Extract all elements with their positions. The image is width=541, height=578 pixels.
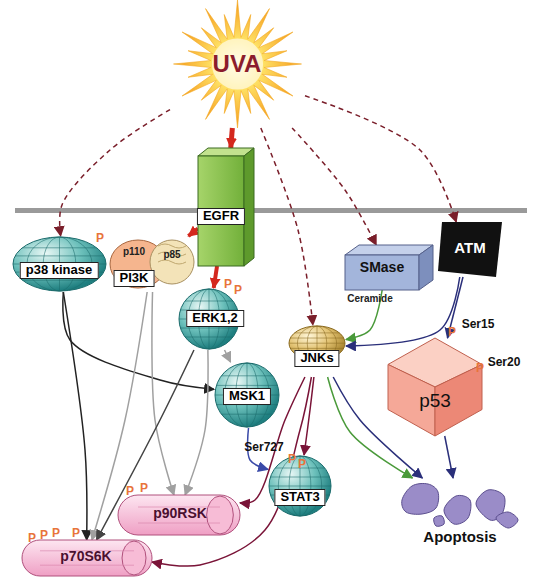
phosphate-mark: P xyxy=(224,278,232,292)
signal-arrow xyxy=(63,292,87,540)
kinase-cylinder: PPPPp70S6K xyxy=(22,540,152,576)
protein-label: EGFR xyxy=(197,208,245,225)
phosphate-mark: P xyxy=(476,362,484,376)
outcome-label: Apoptosis xyxy=(423,528,496,545)
factor-sphere: Ser727PPSTAT3 xyxy=(268,455,332,517)
signal-arrow xyxy=(231,128,233,148)
protein-label: PI3K xyxy=(114,270,155,287)
phosphate-mark: P xyxy=(288,453,296,467)
phosphate-mark: P xyxy=(52,527,60,541)
protein-label: MSK1 xyxy=(223,388,271,405)
phosphate-mark: P xyxy=(298,458,306,472)
signal-arrow xyxy=(188,229,198,236)
kinase-block: ATM xyxy=(438,222,502,277)
phosphate-mark: P xyxy=(28,532,36,546)
protein-label: p38 kinase xyxy=(20,262,99,279)
enzyme-box: SMaseCeramide xyxy=(345,245,433,290)
signal-arrow xyxy=(60,110,170,236)
signal-arrow xyxy=(305,96,456,222)
kinase-sphere: JNKs xyxy=(288,325,346,377)
protein-cube: PSer15PSer20p53 xyxy=(388,338,482,436)
signal-arrow xyxy=(445,436,453,478)
signal-arrow xyxy=(214,266,217,288)
stimulus-label: UVA xyxy=(213,50,262,78)
residue-label: Ser20 xyxy=(488,356,521,370)
protein-label: ATM xyxy=(454,239,485,256)
protein-label: JNKs xyxy=(294,350,339,367)
signal-arrow xyxy=(185,350,208,495)
phosphate-mark: P xyxy=(96,232,104,246)
residue-label: Ser15 xyxy=(462,318,495,332)
protein-label: STAT3 xyxy=(274,489,325,506)
cell-membrane xyxy=(15,208,527,213)
subunit-label: p110 xyxy=(123,246,145,258)
receptor-box: EGFR xyxy=(198,148,254,266)
signal-arrow xyxy=(261,128,313,325)
product-label: Ceramide xyxy=(347,293,393,305)
receptor-box-outline xyxy=(198,148,254,266)
phosphate-mark: P xyxy=(448,326,456,340)
kinase-complex: p110 p85PI3K xyxy=(108,236,196,292)
kinase-ellipse: Pp38 kinase xyxy=(12,236,107,292)
phosphate-mark: P xyxy=(126,485,134,499)
signal-arrow xyxy=(225,350,231,362)
phosphate-mark: P xyxy=(40,529,48,543)
protein-label: p90RSK xyxy=(153,505,207,521)
protein-cube-outline xyxy=(388,338,482,436)
subunit-label: p85 xyxy=(163,249,180,261)
protein-label: ERK1,2 xyxy=(186,310,244,327)
uv-source-starburst: UVA xyxy=(170,0,305,128)
kinase-sphere: MSK1 xyxy=(214,362,280,428)
residue-label: Ser727 xyxy=(244,441,283,455)
apoptosis-fragments: Apoptosis xyxy=(398,478,522,548)
kinase-sphere: PPERK1,2 xyxy=(178,288,240,350)
protein-label: p53 xyxy=(419,390,451,412)
phosphate-mark: P xyxy=(234,284,242,298)
phosphate-mark: P xyxy=(140,482,148,496)
signal-arrow xyxy=(152,292,174,495)
protein-label: p70S6K xyxy=(60,548,111,564)
phosphate-mark: P xyxy=(72,527,80,541)
kinase-cylinder: PPp90RSK xyxy=(118,495,240,535)
signal-arrow xyxy=(292,128,376,245)
protein-label: SMase xyxy=(360,259,404,275)
